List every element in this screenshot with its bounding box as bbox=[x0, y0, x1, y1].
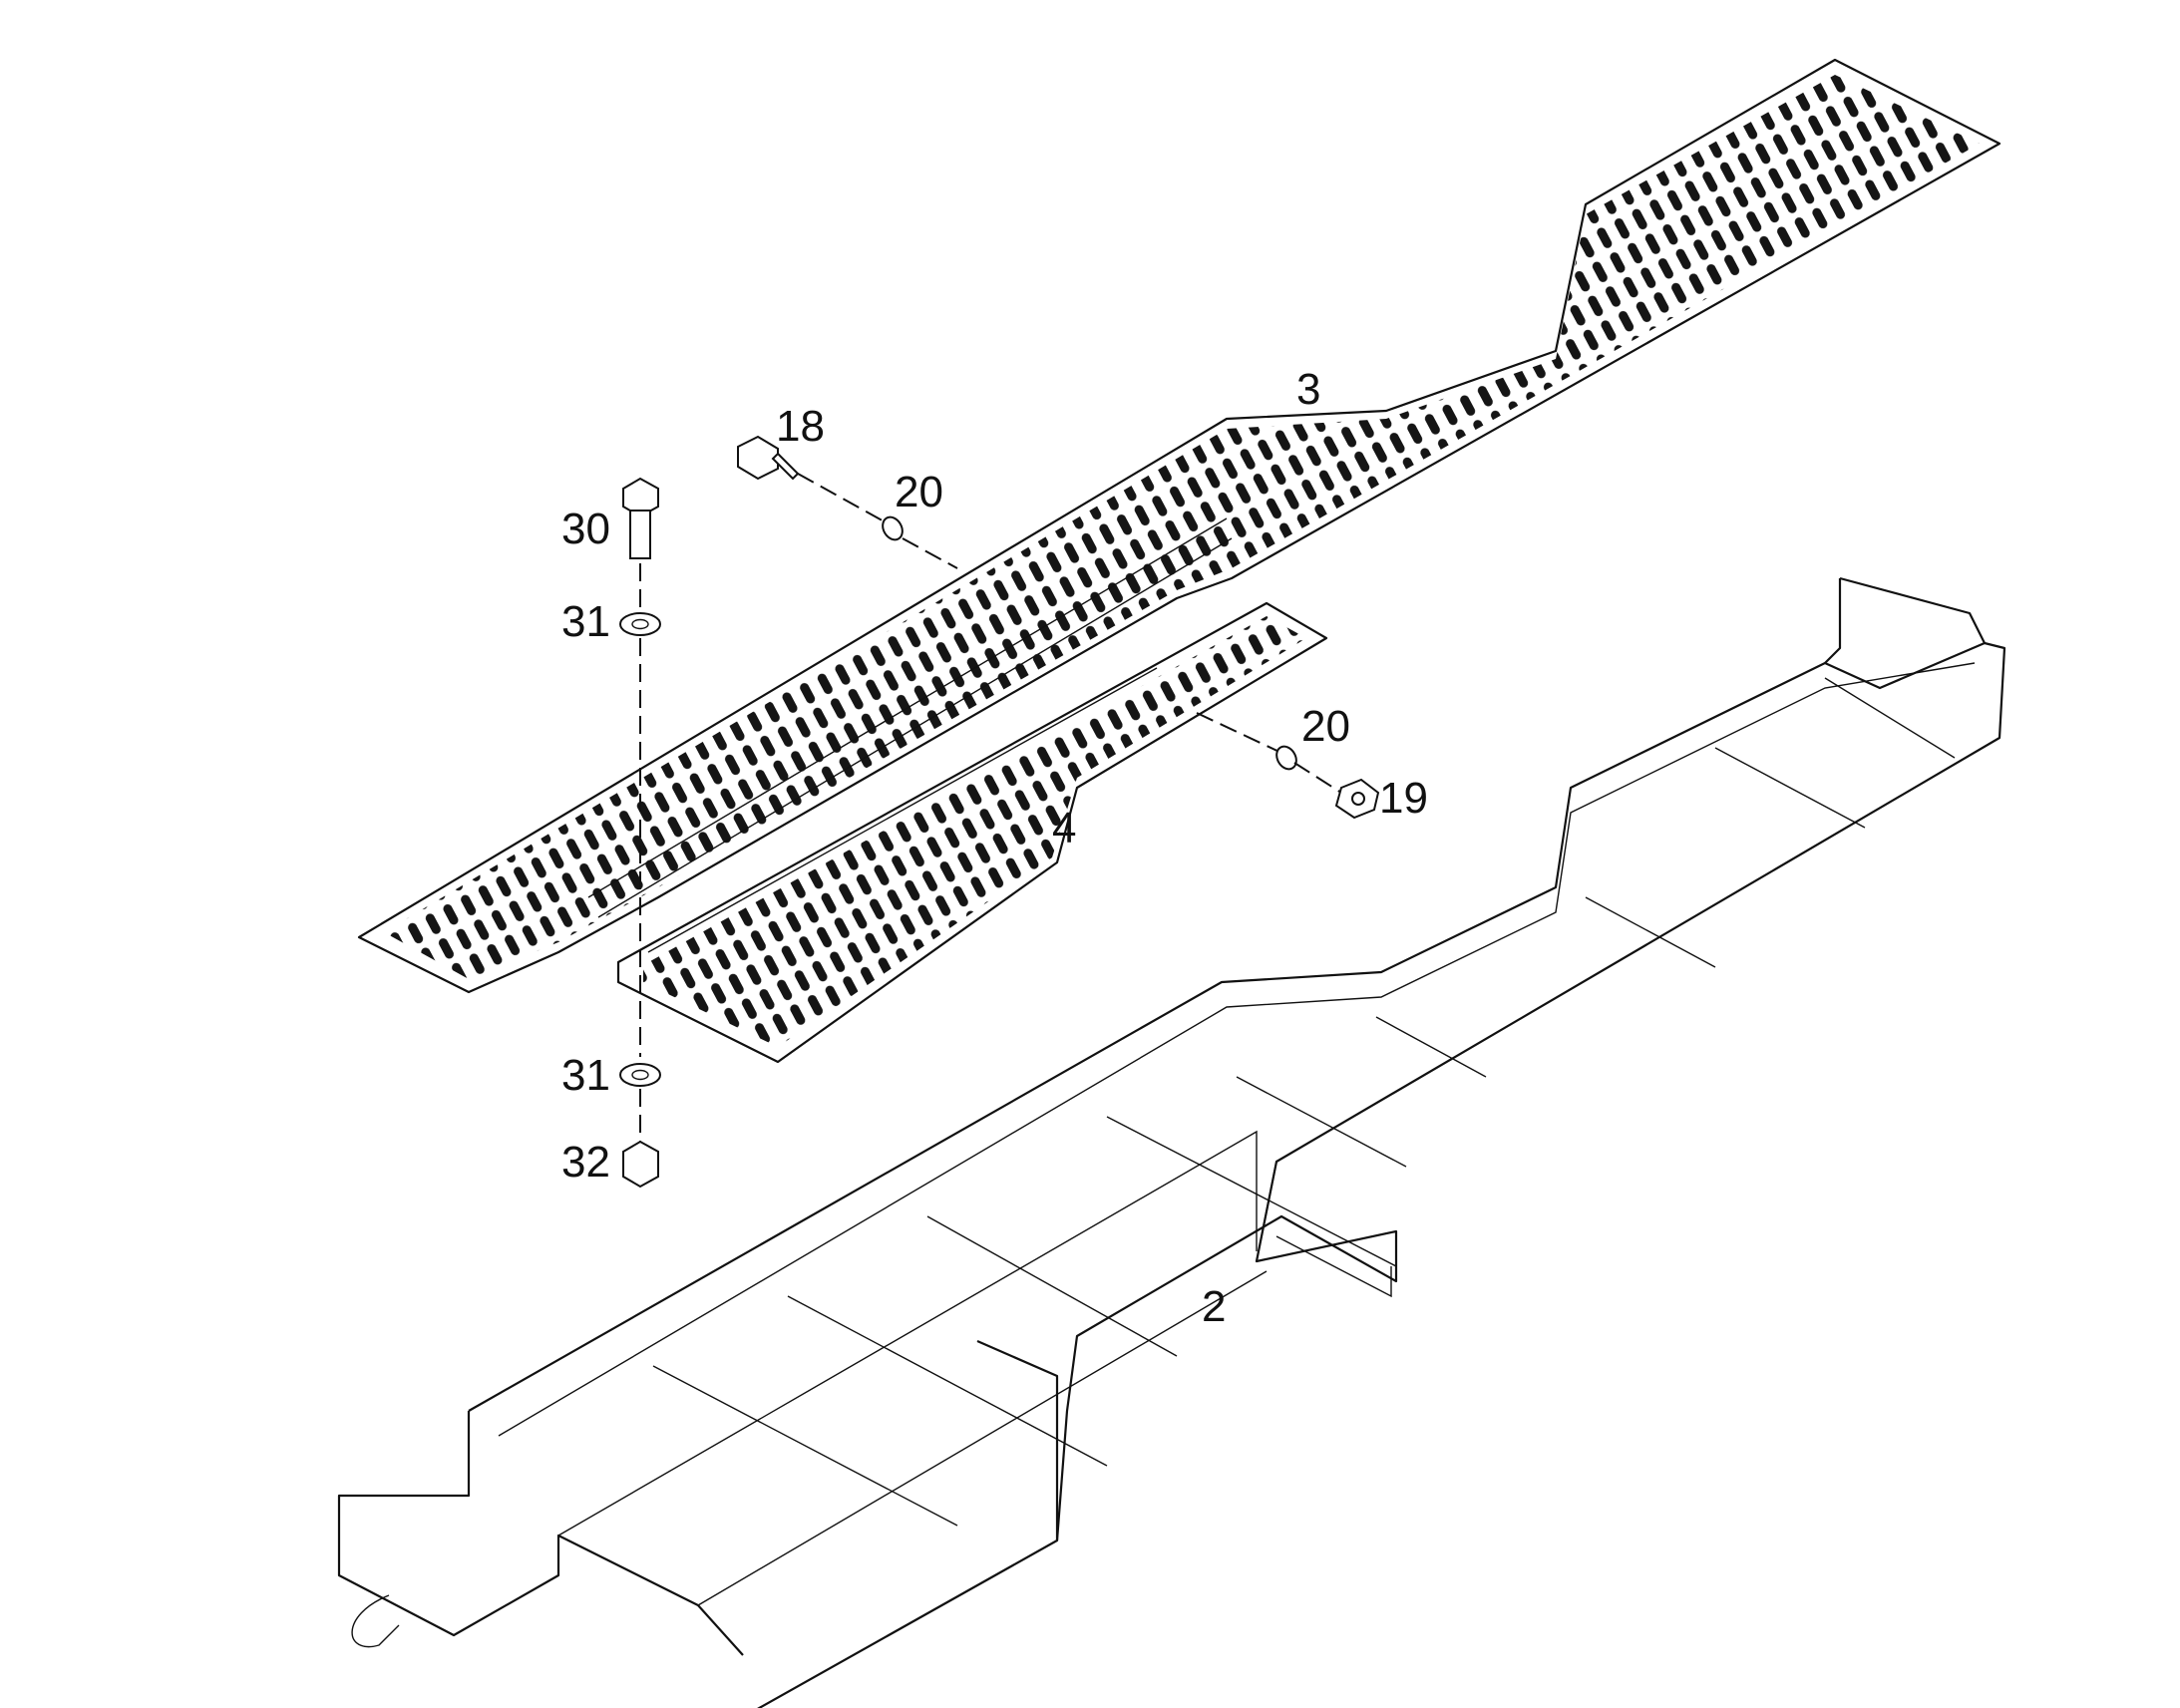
bolt-30-stack bbox=[619, 477, 661, 1189]
washer-icon bbox=[882, 515, 904, 541]
hex-bolt-head-icon bbox=[622, 477, 659, 518]
callout-nut-19: 19 bbox=[1379, 774, 1428, 823]
tread-plate-large bbox=[357, 58, 2001, 994]
callout-nut-32: 32 bbox=[561, 1138, 610, 1187]
washer-icon bbox=[619, 1063, 661, 1087]
callout-bolt-18: 18 bbox=[776, 402, 825, 451]
nut-19-assembly bbox=[1196, 712, 1380, 820]
callout-plate-large: 3 bbox=[1296, 365, 1320, 414]
chassis-frame bbox=[337, 576, 2006, 1708]
washer-icon bbox=[1275, 745, 1297, 771]
callout-washer-20-top: 20 bbox=[895, 468, 943, 516]
callout-bolt-30: 30 bbox=[561, 505, 610, 553]
tread-plate-small bbox=[616, 601, 1328, 1064]
washer-icon bbox=[619, 612, 661, 636]
hex-bolt-head-icon bbox=[737, 435, 779, 481]
callout-washer-31-top: 31 bbox=[561, 597, 610, 646]
callout-plate-small: 4 bbox=[1052, 804, 1076, 853]
hex-nut-icon bbox=[622, 1140, 659, 1189]
bolt-18-assembly bbox=[737, 435, 958, 569]
callout-washer-20-right: 20 bbox=[1301, 702, 1350, 751]
callout-washer-31-bottom: 31 bbox=[561, 1051, 610, 1100]
callout-frame: 2 bbox=[1202, 1282, 1226, 1331]
